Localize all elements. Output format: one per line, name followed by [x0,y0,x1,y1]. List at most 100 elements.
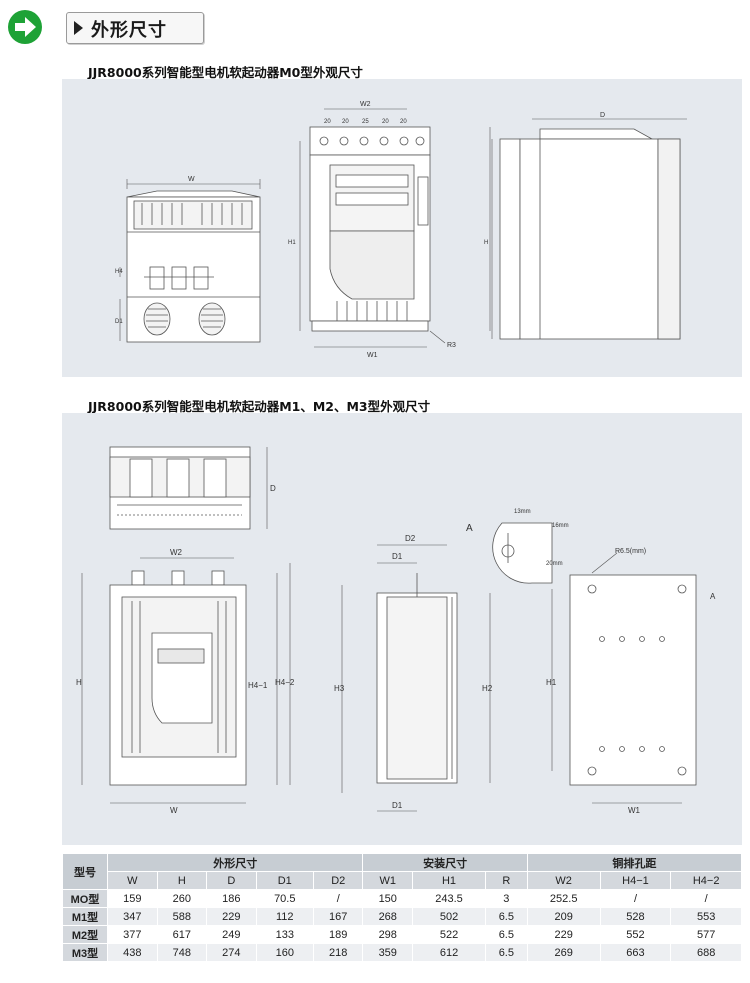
cell: 748 [156,943,208,962]
m123-label-w2: W2 [170,548,183,557]
m123-label-d1-bottom: D1 [392,801,403,810]
cell: 274 [206,943,257,962]
m123-label-d: D [270,484,276,493]
m123-front-view: W2 H H4−1 H4−2 W [76,548,295,815]
cell: 260 [156,889,208,908]
green-arrow-icon [8,10,42,44]
cell: 6.5 [485,925,528,944]
col-w1: W1 [362,871,414,890]
cell: 3 [485,889,528,908]
cell: 269 [526,943,601,962]
detail-a-label: A [466,523,473,534]
w2-spacing-3: 25 [362,119,369,125]
section-header: 外形尺寸 [8,10,428,44]
cell: 377 [107,925,158,944]
col-r: R [485,871,528,890]
m0-label-w2: W2 [360,101,371,108]
col-w2: W2 [526,871,601,890]
detail-16mm: 16mm [552,523,569,529]
col-h: H [156,871,208,890]
header-group-busbar: 铜排孔距 [526,853,743,872]
m123-back-view: R6.5(mm) H1 A W1 [546,548,716,815]
header-group-outline: 外形尺寸 [106,853,364,872]
detail-20mm: 20mm [546,561,563,567]
m0-label-h1: H1 [288,240,296,246]
col-w: W [107,871,158,890]
cell: 186 [206,889,257,908]
cell: 229 [526,925,601,944]
cell: 298 [362,925,414,944]
m123-label-d1-top: D1 [392,552,403,561]
m123-drawing-panel: D W2 H H4−1 H4−2 W D2 D1 H3 H2 D1 [62,413,742,845]
col-d2: D2 [312,871,364,890]
cell: 359 [362,943,414,962]
col-h4-1: H4−1 [599,871,672,890]
cell: 249 [206,925,257,944]
cell: / [312,889,364,908]
m123-label-a-ref: A [710,592,716,601]
row-model: MO型 [62,889,108,908]
m123-side-view: D2 D1 H3 H2 D1 [334,534,493,812]
cell: 229 [206,907,257,926]
cell: 438 [107,943,158,962]
m123-label-h2: H2 [482,684,493,693]
m123-label-h42: H4−2 [275,678,295,687]
cell: 552 [599,925,672,944]
cell: 218 [312,943,364,962]
m123-label-h1: H1 [546,678,557,687]
cell: 159 [107,889,158,908]
cell: 663 [599,943,672,962]
cell: / [599,889,672,908]
table-row: M3型 438 748 274 160 218 359 612 6.5 269 … [62,943,742,962]
m0-label-h: H [484,240,488,246]
cell: 577 [670,925,742,944]
cell: 209 [526,907,601,926]
cell: 6.5 [485,907,528,926]
m0-label-h4: H4 [115,269,123,275]
row-model: M3型 [62,943,108,962]
cell: 347 [107,907,158,926]
row-model: M1型 [62,907,108,926]
m0-label-w1: W1 [367,352,378,359]
cell: 553 [670,907,742,926]
cell: 167 [312,907,364,926]
m123-label-w1: W1 [628,806,641,815]
cell: 6.5 [485,943,528,962]
m123-label-r65: R6.5(mm) [615,548,646,555]
cell: 189 [312,925,364,944]
m123-label-d2: D2 [405,534,416,543]
cell: 617 [156,925,208,944]
cell: 588 [156,907,208,926]
cell: 688 [670,943,742,962]
cell: 612 [412,943,486,962]
w2-spacing-2: 20 [342,119,349,125]
m123-label-h3: H3 [334,684,345,693]
dimension-table: 型号 外形尺寸 安装尺寸 铜排孔距 W H D D1 D2 W1 H1 R W2… [62,853,743,962]
col-d1: D1 [255,871,314,890]
m0-label-d: D [600,112,605,119]
m0-front-view: W H4 D1 [115,176,261,343]
m123-detail-a: A 13mm 16mm 20mm [466,509,569,584]
cell: 252.5 [526,889,601,908]
m123-title: JJR8000系列智能型电机软起动器M1、M2、M3型外观尺寸 [88,399,431,414]
header-model: 型号 [62,853,108,890]
header-group-mounting: 安装尺寸 [362,853,528,872]
cell: 133 [255,925,314,944]
w2-spacing-5: 20 [400,119,407,125]
col-d: D [206,871,257,890]
cell: 112 [255,907,314,926]
cell: / [670,889,742,908]
m0-drawing-panel: W H4 D1 W2 20 20 25 20 20 [62,79,742,377]
triangle-icon [74,21,83,35]
col-h1: H1 [412,871,486,890]
m0-title: JJR8000系列智能型电机软起动器M0型外观尺寸 [88,65,363,80]
m0-label-r3: R3 [447,342,456,349]
m123-top-view: D [109,446,276,530]
cell: 243.5 [412,889,486,908]
cell: 150 [362,889,414,908]
detail-13mm: 13mm [514,509,531,515]
m0-side-view-2: D H [484,112,687,340]
m123-drawings: D W2 H H4−1 H4−2 W D2 D1 H3 H2 D1 [76,446,716,815]
table-row: M1型 347 588 229 112 167 268 502 6.5 209 … [62,907,742,926]
w2-spacing-1: 20 [324,119,331,125]
